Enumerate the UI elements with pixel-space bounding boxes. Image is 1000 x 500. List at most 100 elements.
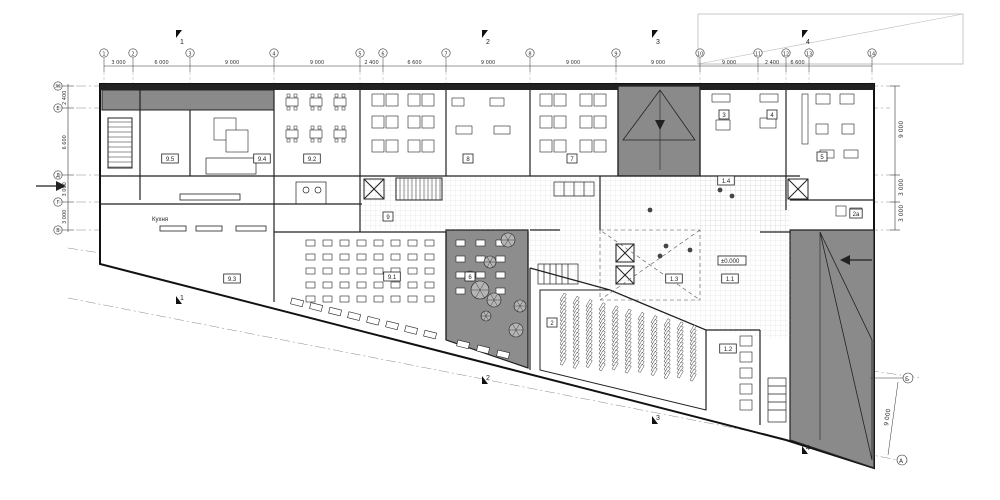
left-axis-label-3: Д — [56, 173, 60, 179]
axis-label-11: 11 — [755, 52, 761, 58]
section-3-bottom: 3 — [656, 415, 660, 422]
kitchen-label: Кухня — [152, 217, 168, 223]
dim-right-3: 3 000 — [898, 205, 905, 222]
dim-right-2: 3 000 — [898, 179, 905, 196]
axis-label-8: 8 — [528, 52, 531, 58]
axis-label-9: 9 — [614, 52, 617, 58]
section-3-top: 3 — [656, 39, 660, 46]
room-label-8: 8 — [462, 153, 474, 164]
axis-label-b: Б — [905, 376, 909, 383]
toilet-blocks — [205, 157, 595, 205]
svg-text:8: 8 — [466, 157, 470, 163]
axis-label-a: А — [899, 458, 904, 465]
left-axis-label-1: Ж — [55, 84, 61, 90]
room-label-5: 5 — [816, 151, 828, 162]
room-label-1-4: 1.4 — [717, 175, 735, 186]
right-dimension-line: 9 000 3 000 3 000 — [890, 85, 905, 231]
left-dim-2: 6 600 — [62, 135, 68, 149]
axis-label-12: 12 — [783, 52, 789, 58]
stair-atrium — [537, 263, 579, 285]
room-label-9-2: 9.2 — [303, 153, 321, 164]
top-dim-9: 9 000 — [651, 60, 665, 66]
room-label-1-3: 1.3 — [665, 273, 683, 284]
svg-text:9.2: 9.2 — [308, 157, 317, 163]
room-label-7: 7 — [566, 153, 578, 164]
svg-text:6: 6 — [468, 275, 472, 281]
axis-label-5: 5 — [358, 52, 361, 58]
svg-text:2: 2 — [550, 321, 554, 327]
top-dim-8: 9 000 — [566, 60, 580, 66]
top-dim-6: 6 600 — [407, 60, 421, 66]
room-label-9-1: 9.1 — [383, 271, 401, 282]
north-wall-band — [100, 84, 874, 90]
room-label-6: 6 — [464, 271, 476, 282]
axis-label-6: 6 — [381, 52, 384, 58]
diagonal-axes: Б А 9 000 — [870, 372, 914, 466]
left-dimension-line: Ж Е Д Г В 2 400 6 600 3 000 3 000 — [53, 81, 74, 235]
room-label-1-1: 1.1 — [721, 273, 739, 284]
dim-diagonal: 9 000 — [883, 408, 892, 426]
entrance-arrow-east — [840, 255, 872, 265]
top-dim-12: 6 600 — [790, 60, 804, 66]
shaded-zones — [101, 85, 875, 469]
stair-north-west — [107, 117, 133, 169]
axis-label-7: 7 — [444, 52, 447, 58]
left-dim-4: 3 000 — [62, 210, 68, 224]
room-label-9-3: 9.3 — [223, 273, 241, 284]
svg-text:9.4: 9.4 — [258, 157, 267, 163]
left-axis-label-5: В — [56, 228, 60, 234]
top-dim-5: 2 400 — [364, 60, 378, 66]
level-mark: ±0.000 — [717, 255, 747, 266]
canteen-tables — [290, 239, 511, 360]
elevators — [363, 178, 809, 285]
top-dim-3: 9 000 — [225, 60, 239, 66]
axis-label-13: 13 — [806, 52, 812, 58]
stair-central — [395, 177, 443, 201]
svg-text:2a: 2a — [853, 212, 860, 218]
room-label-2: 2 — [546, 317, 558, 328]
svg-text:3: 3 — [722, 113, 726, 119]
section-marks: 1 1 2 2 3 3 4 4 — [176, 30, 810, 454]
svg-text:±0.000: ±0.000 — [721, 259, 740, 265]
svg-text:1.4: 1.4 — [722, 179, 731, 185]
svg-text:9.5: 9.5 — [166, 157, 175, 163]
svg-text:1.3: 1.3 — [670, 277, 679, 283]
lecture-hall — [539, 289, 707, 411]
top-dim-7: 9 000 — [481, 60, 495, 66]
section-2-bottom: 2 — [486, 375, 490, 382]
section-4-top: 4 — [806, 39, 810, 46]
axis-label-14: 14 — [869, 52, 875, 58]
svg-text:9: 9 — [386, 215, 390, 221]
left-axis-label-2: Е — [56, 106, 59, 112]
room-label-9-5: 9.5 — [161, 153, 179, 164]
left-dim-3: 3 000 — [62, 182, 68, 196]
room-label-4: 4 — [766, 109, 778, 120]
axis-label-4: 4 — [272, 52, 275, 58]
axis-label-2: 2 — [131, 52, 134, 58]
svg-text:9.3: 9.3 — [228, 277, 237, 283]
left-dim-1: 2 400 — [62, 91, 68, 105]
svg-text:1.2: 1.2 — [724, 347, 733, 353]
entrance-arrow-west — [36, 181, 66, 191]
section-4-bottom: 4 — [806, 445, 810, 452]
stair-south-east — [767, 377, 787, 423]
room-label-2a: 2a — [849, 208, 863, 219]
top-dim-11: 2 400 — [765, 60, 779, 66]
left-axis-label-4: Г — [56, 200, 59, 206]
section-2-top: 2 — [486, 39, 490, 46]
top-dim-2: 6 000 — [154, 60, 168, 66]
svg-text:9.1: 9.1 — [388, 275, 397, 281]
top-dim-1: 3 000 — [111, 60, 125, 66]
dim-right-1: 9 000 — [898, 121, 905, 138]
axis-label-10: 10 — [697, 52, 703, 58]
axis-label-1: 1 — [102, 52, 105, 58]
plants — [464, 187, 735, 338]
section-1-top: 1 — [180, 39, 184, 46]
room-label-9-4: 9.4 — [253, 153, 271, 164]
svg-text:1.1: 1.1 — [726, 277, 735, 283]
title-block — [697, 13, 964, 65]
room-label-3: 3 — [718, 109, 730, 120]
svg-text:5: 5 — [820, 155, 824, 161]
